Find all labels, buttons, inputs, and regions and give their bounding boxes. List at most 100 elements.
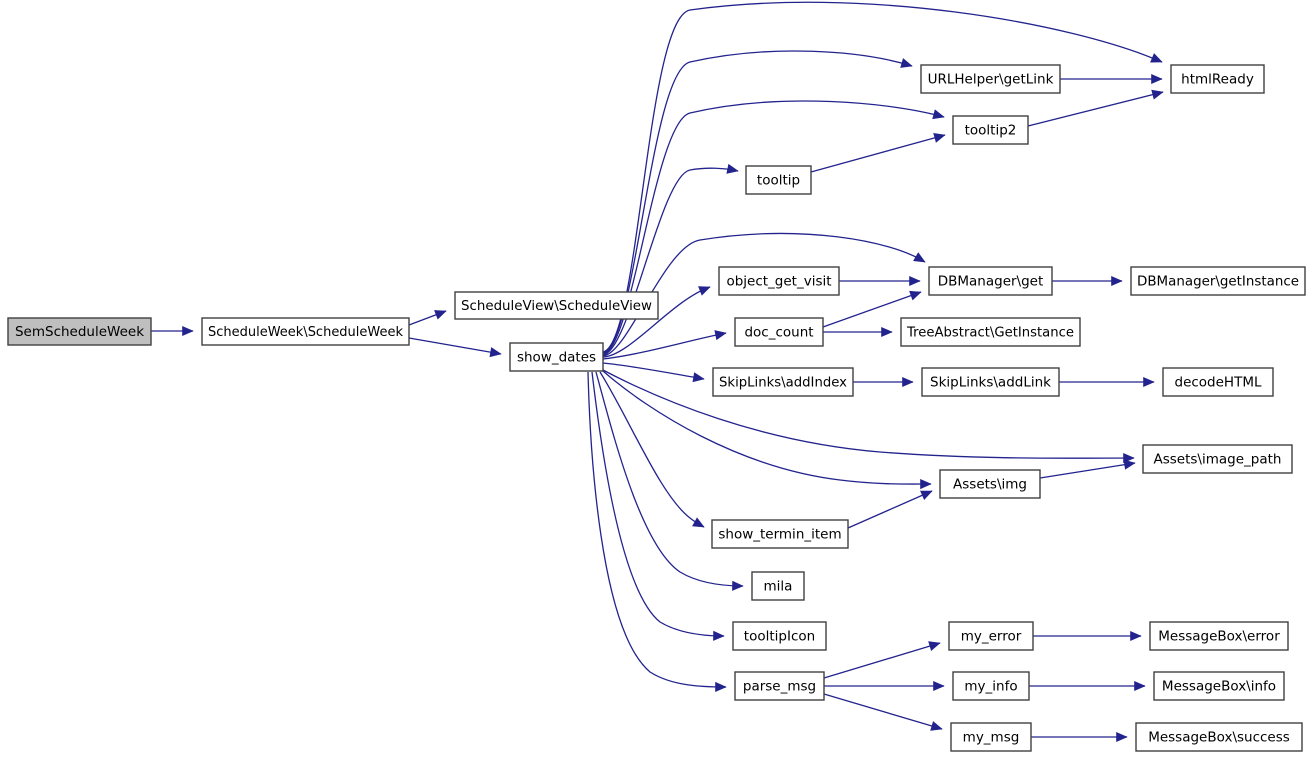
node-box[interactable] — [1162, 367, 1274, 397]
graph-node-tooltipicon[interactable]: tooltipIcon — [732, 621, 827, 651]
call-edge — [602, 362, 705, 383]
node-box[interactable] — [1149, 621, 1289, 651]
call-edge — [822, 290, 922, 328]
graph-node-skiplinks-addlink[interactable]: SkipLinks\addLink — [921, 367, 1060, 397]
graph-node-tooltip[interactable]: tooltip — [745, 165, 812, 195]
edge-line — [595, 371, 744, 587]
call-edge — [602, 163, 739, 356]
graph-node-dbmanager-get[interactable]: DBManager\get — [928, 266, 1053, 296]
edge-arrowhead-icon — [182, 325, 194, 337]
edge-line — [602, 362, 705, 380]
edge-line — [602, 370, 932, 485]
edge-arrowhead-icon — [713, 630, 725, 641]
edge-line — [602, 232, 926, 357]
edge-line — [822, 291, 922, 328]
call-edge — [602, 330, 727, 360]
node-box[interactable] — [1170, 64, 1265, 94]
edge-arrowhead-icon — [933, 680, 945, 692]
edge-arrowhead-icon — [1143, 376, 1155, 388]
node-box[interactable] — [734, 671, 825, 701]
graph-node-htmlready[interactable]: htmlReady — [1170, 64, 1265, 94]
call-edge — [1029, 680, 1146, 692]
node-box[interactable] — [1142, 444, 1293, 474]
edge-arrowhead-icon — [909, 275, 921, 287]
node-box[interactable] — [928, 266, 1053, 296]
edge-line — [602, 332, 727, 360]
edge-arrowhead-icon — [920, 478, 932, 490]
node-box[interactable] — [718, 266, 840, 296]
node-box[interactable] — [712, 367, 854, 397]
graph-node-skiplinks-addindex[interactable]: SkipLinks\addIndex — [712, 367, 854, 397]
call-edge — [823, 693, 943, 731]
call-edge — [810, 132, 946, 173]
edge-line — [591, 371, 725, 637]
graph-node-my-msg[interactable]: my_msg — [950, 722, 1032, 752]
node-box[interactable] — [454, 291, 659, 320]
node-box[interactable] — [1135, 722, 1303, 752]
node-box[interactable] — [751, 571, 805, 601]
graph-node-messagebox-success[interactable]: MessageBox\success — [1135, 722, 1303, 752]
edge-arrowhead-icon — [698, 286, 711, 296]
node-box[interactable] — [732, 621, 827, 651]
call-edge — [602, 232, 926, 357]
edge-arrowhead-icon — [1116, 731, 1128, 743]
node-box[interactable] — [920, 64, 1061, 94]
graph-node-tooltip2[interactable]: tooltip2 — [952, 115, 1029, 145]
call-edge — [1060, 73, 1163, 85]
call-edge — [587, 371, 727, 693]
edge-arrowhead-icon — [881, 326, 893, 338]
node-box[interactable] — [7, 317, 152, 346]
graph-node-assets-image-path[interactable]: Assets\image_path — [1142, 444, 1293, 474]
edge-arrowhead-icon — [692, 517, 705, 528]
node-box[interactable] — [1153, 671, 1285, 701]
edge-arrowhead-icon — [434, 310, 447, 320]
node-box[interactable] — [950, 722, 1032, 752]
graph-node-decodehtml[interactable]: decodeHTML — [1162, 367, 1274, 397]
graph-node-assets-img[interactable]: Assets\img — [939, 469, 1041, 499]
call-edge — [151, 325, 194, 337]
graph-node-dbmanager-getinstance[interactable]: DBManager\getInstance — [1130, 266, 1306, 296]
graph-node-semscheduleweek[interactable]: SemScheduleWeek — [7, 317, 152, 346]
node-box[interactable] — [509, 342, 604, 372]
edge-arrowhead-icon — [726, 163, 739, 174]
call-edge — [602, 286, 711, 358]
node-box[interactable] — [948, 621, 1034, 651]
graph-node-mila[interactable]: mila — [751, 571, 805, 601]
edge-arrowhead-icon — [489, 347, 502, 358]
graph-node-scheduleview[interactable]: ScheduleView\ScheduleView — [454, 291, 659, 320]
edge-arrowhead-icon — [902, 376, 914, 388]
graph-node-messagebox-info[interactable]: MessageBox\info — [1153, 671, 1285, 701]
node-box[interactable] — [939, 469, 1041, 499]
node-box[interactable] — [201, 317, 410, 346]
call-edge — [1033, 630, 1142, 642]
graph-node-treeabstract-getinstance[interactable]: TreeAbstract\GetInstance — [900, 317, 1081, 347]
edge-arrowhead-icon — [692, 372, 705, 383]
graph-node-parse-msg[interactable]: parse_msg — [734, 671, 825, 701]
graph-node-my-info[interactable]: my_info — [952, 671, 1030, 701]
node-box[interactable] — [711, 519, 849, 549]
graph-node-my-error[interactable]: my_error — [948, 621, 1034, 651]
graph-node-urlhelper-getlink[interactable]: URLHelper\getLink — [920, 64, 1061, 94]
graph-node-show-termin-item[interactable]: show_termin_item — [711, 519, 849, 549]
graph-node-doc-count[interactable]: doc_count — [734, 317, 824, 347]
node-box[interactable] — [952, 671, 1030, 701]
edge-line — [599, 371, 705, 528]
graph-node-messagebox-error[interactable]: MessageBox\error — [1149, 621, 1289, 651]
edge-line — [1027, 91, 1164, 127]
graph-node-scheduleweek[interactable]: ScheduleWeek\ScheduleWeek — [201, 317, 410, 346]
call-edge — [853, 376, 914, 388]
graph-node-show-dates[interactable]: show_dates — [509, 342, 604, 372]
node-box[interactable] — [745, 165, 812, 195]
call-edge — [408, 337, 502, 358]
node-box[interactable] — [921, 367, 1060, 397]
node-box[interactable] — [900, 317, 1081, 347]
edge-arrowhead-icon — [920, 490, 933, 500]
call-edge — [1027, 89, 1164, 127]
call-edge — [824, 680, 945, 692]
node-box[interactable] — [952, 115, 1029, 145]
node-box[interactable] — [1130, 266, 1306, 296]
node-box[interactable] — [734, 317, 824, 347]
graph-node-object-get-visit[interactable]: object_get_visit — [718, 266, 840, 296]
